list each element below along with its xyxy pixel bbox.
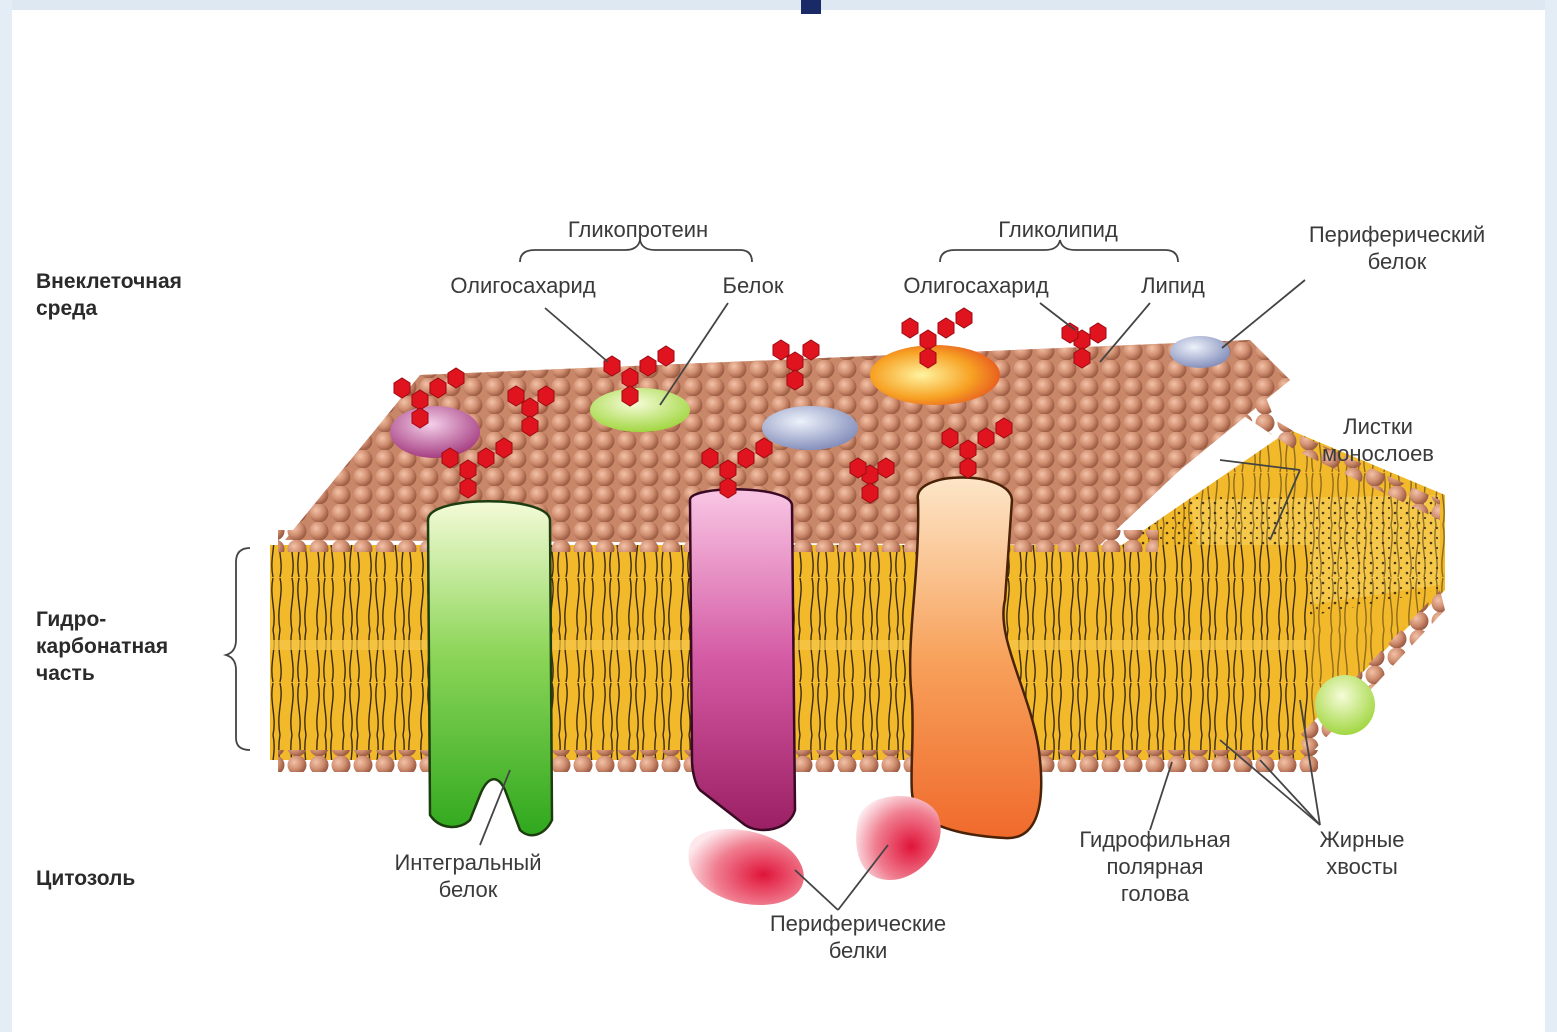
label-lipid: Липид <box>1141 272 1205 299</box>
label-extracellular-medium: Внеклеточная среда <box>36 268 182 322</box>
label-cytosol: Цитозоль <box>36 865 135 892</box>
label-monolayer-leaflets: Листки монослоев <box>1322 413 1434 467</box>
label-peripheral-protein: Периферический белок <box>1309 221 1485 275</box>
label-protein: Белок <box>723 272 784 299</box>
label-peripheral-proteins: Периферические белки <box>770 910 946 964</box>
label-integral-protein: Интегральный белок <box>394 849 541 903</box>
label-glycoprotein: Гликопротеин <box>568 216 708 243</box>
label-hydrocarbon-part: Гидро- карбонатная часть <box>36 606 168 687</box>
label-oligosaccharide-glycolipid: Олигосахарид <box>903 272 1048 299</box>
label-hydrophilic-polar-head: Гидрофильная полярная голова <box>1079 826 1230 907</box>
label-oligosaccharide-glycoprotein: Олигосахарид <box>450 272 595 299</box>
label-glycolipid: Гликолипид <box>998 216 1118 243</box>
label-fatty-tails: Жирные хвосты <box>1319 826 1404 880</box>
